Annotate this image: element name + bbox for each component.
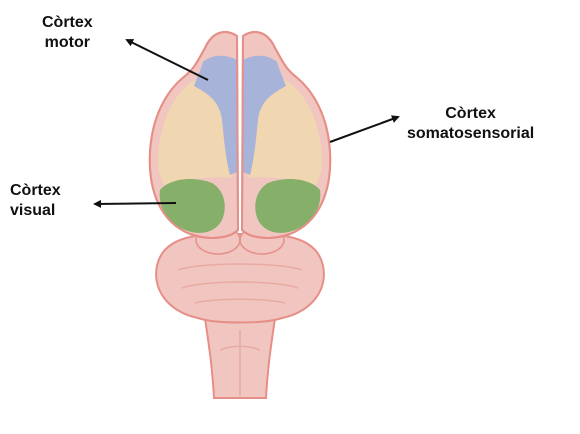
somatosensory-cortex-label-line2: somatosensorial: [407, 124, 534, 144]
motor-cortex-label-line1: Còrtex: [42, 13, 93, 33]
visual-cortex-label-line2: visual: [10, 201, 61, 221]
somatosensory-arrow: [330, 117, 398, 142]
visual-region-right: [255, 179, 320, 233]
somatosensory-cortex-label: Còrtex somatosensorial: [407, 104, 534, 144]
motor-cortex-label: Còrtex motor: [42, 13, 93, 53]
somatosensory-cortex-label-line1: Còrtex: [407, 104, 534, 124]
visual-region-left: [160, 179, 225, 233]
visual-cortex-label-line1: Còrtex: [10, 181, 61, 201]
motor-cortex-label-line2: motor: [42, 33, 93, 53]
visual-cortex-label: Còrtex visual: [10, 181, 61, 221]
visual-arrow: [95, 203, 176, 204]
cerebellum: [156, 234, 324, 323]
motor-arrow: [127, 40, 208, 80]
